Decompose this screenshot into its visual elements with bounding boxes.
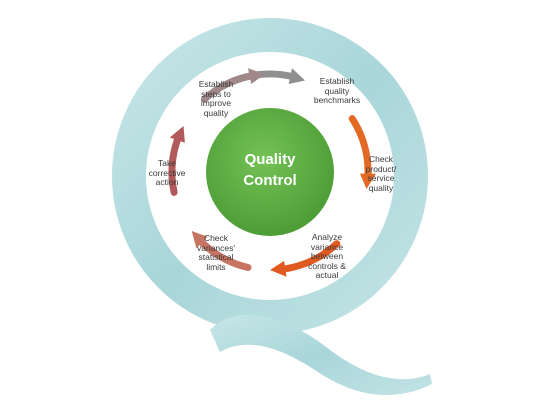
step-label-line: controls & — [308, 260, 346, 271]
step-label-line: corrective — [148, 167, 186, 178]
step-label-line: Check — [203, 233, 229, 243]
step-label-line: quality — [324, 85, 350, 96]
step-label-line: Establish — [319, 76, 355, 86]
step-label-line: quality — [203, 107, 229, 118]
cycle-arrow-shaft — [348, 115, 372, 181]
step-label-line: between — [310, 251, 344, 261]
cycle-arrow-shaft — [278, 240, 341, 273]
cycle-arrow-head — [191, 231, 208, 249]
cycle-arrow-shaft — [200, 72, 257, 103]
step-label-line: action — [155, 177, 179, 187]
step-label-line: quality — [368, 182, 394, 193]
step-label-line: Establish — [198, 79, 234, 89]
step-label-line: service — [367, 173, 395, 183]
cycle-arrow-head — [270, 260, 287, 277]
q-letter-tail — [210, 314, 432, 396]
step-label-line: variance — [310, 241, 344, 252]
cycle-arrow-shaft — [196, 236, 252, 271]
step-label-line: improve — [200, 98, 232, 108]
step-label-line: Take — [158, 158, 176, 168]
cycle-arrows — [168, 68, 376, 277]
step-label-line: actual — [315, 270, 339, 280]
cycle-arrow-head — [360, 173, 376, 189]
step-label-line: statistical — [198, 252, 234, 262]
cycle-arrow-head — [169, 126, 185, 143]
center-circle — [206, 108, 334, 236]
step-label-line: variances' — [196, 242, 236, 253]
step-label-line: limits — [206, 261, 226, 272]
cycle-arrow-head — [248, 68, 265, 84]
step-label-line: benchmarks — [313, 95, 361, 105]
cycle-arrow-shaft — [168, 133, 182, 196]
center-title-line2: Control — [243, 172, 297, 189]
step-label-line: Analyze — [311, 232, 343, 242]
q-letter-ring — [112, 18, 428, 334]
step-label-line: product/ — [365, 163, 397, 174]
cycle-arrow-head — [288, 68, 306, 84]
center-title-line1: Quality — [244, 151, 296, 168]
step-label-line: Check — [368, 154, 394, 164]
step-label-line: steps to — [201, 88, 231, 99]
